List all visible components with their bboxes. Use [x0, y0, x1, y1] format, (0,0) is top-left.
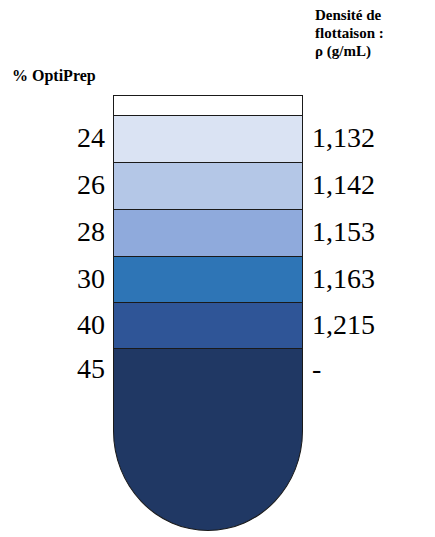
- gradient-layer: 30 1,163: [20, 256, 420, 302]
- percent-value: 26: [77, 171, 105, 199]
- percent-value: 30: [77, 265, 105, 293]
- density-value: 1,215: [312, 311, 375, 339]
- gradient-layer: 28 1,153: [20, 209, 420, 256]
- percent-value: 40: [77, 311, 105, 339]
- gradient-layer: 40 1,215: [20, 302, 420, 348]
- layer-band: [113, 302, 303, 349]
- gradient-layer: 45 -: [20, 348, 420, 530]
- layer-band: [113, 115, 303, 163]
- empty-top-layer: [114, 96, 303, 116]
- density-value: -: [312, 355, 321, 383]
- percent-value: 45: [77, 355, 105, 383]
- layer-band: [113, 162, 303, 210]
- density-value: 1,142: [312, 171, 375, 199]
- density-value: 1,132: [312, 124, 375, 152]
- layer-band: [113, 256, 303, 303]
- density-header: Densité de flottaison : ρ (g/mL): [315, 6, 395, 60]
- gradient-layer: 24 1,132: [20, 115, 420, 162]
- layer-band: [113, 209, 303, 257]
- column-header: % OptiPrep: [12, 66, 96, 85]
- percent-value: 24: [77, 124, 105, 152]
- percent-value: 28: [77, 218, 105, 246]
- layer-band: [113, 348, 303, 531]
- density-value: 1,153: [312, 218, 375, 246]
- gradient-layer: 26 1,142: [20, 162, 420, 209]
- density-value: 1,163: [312, 265, 375, 293]
